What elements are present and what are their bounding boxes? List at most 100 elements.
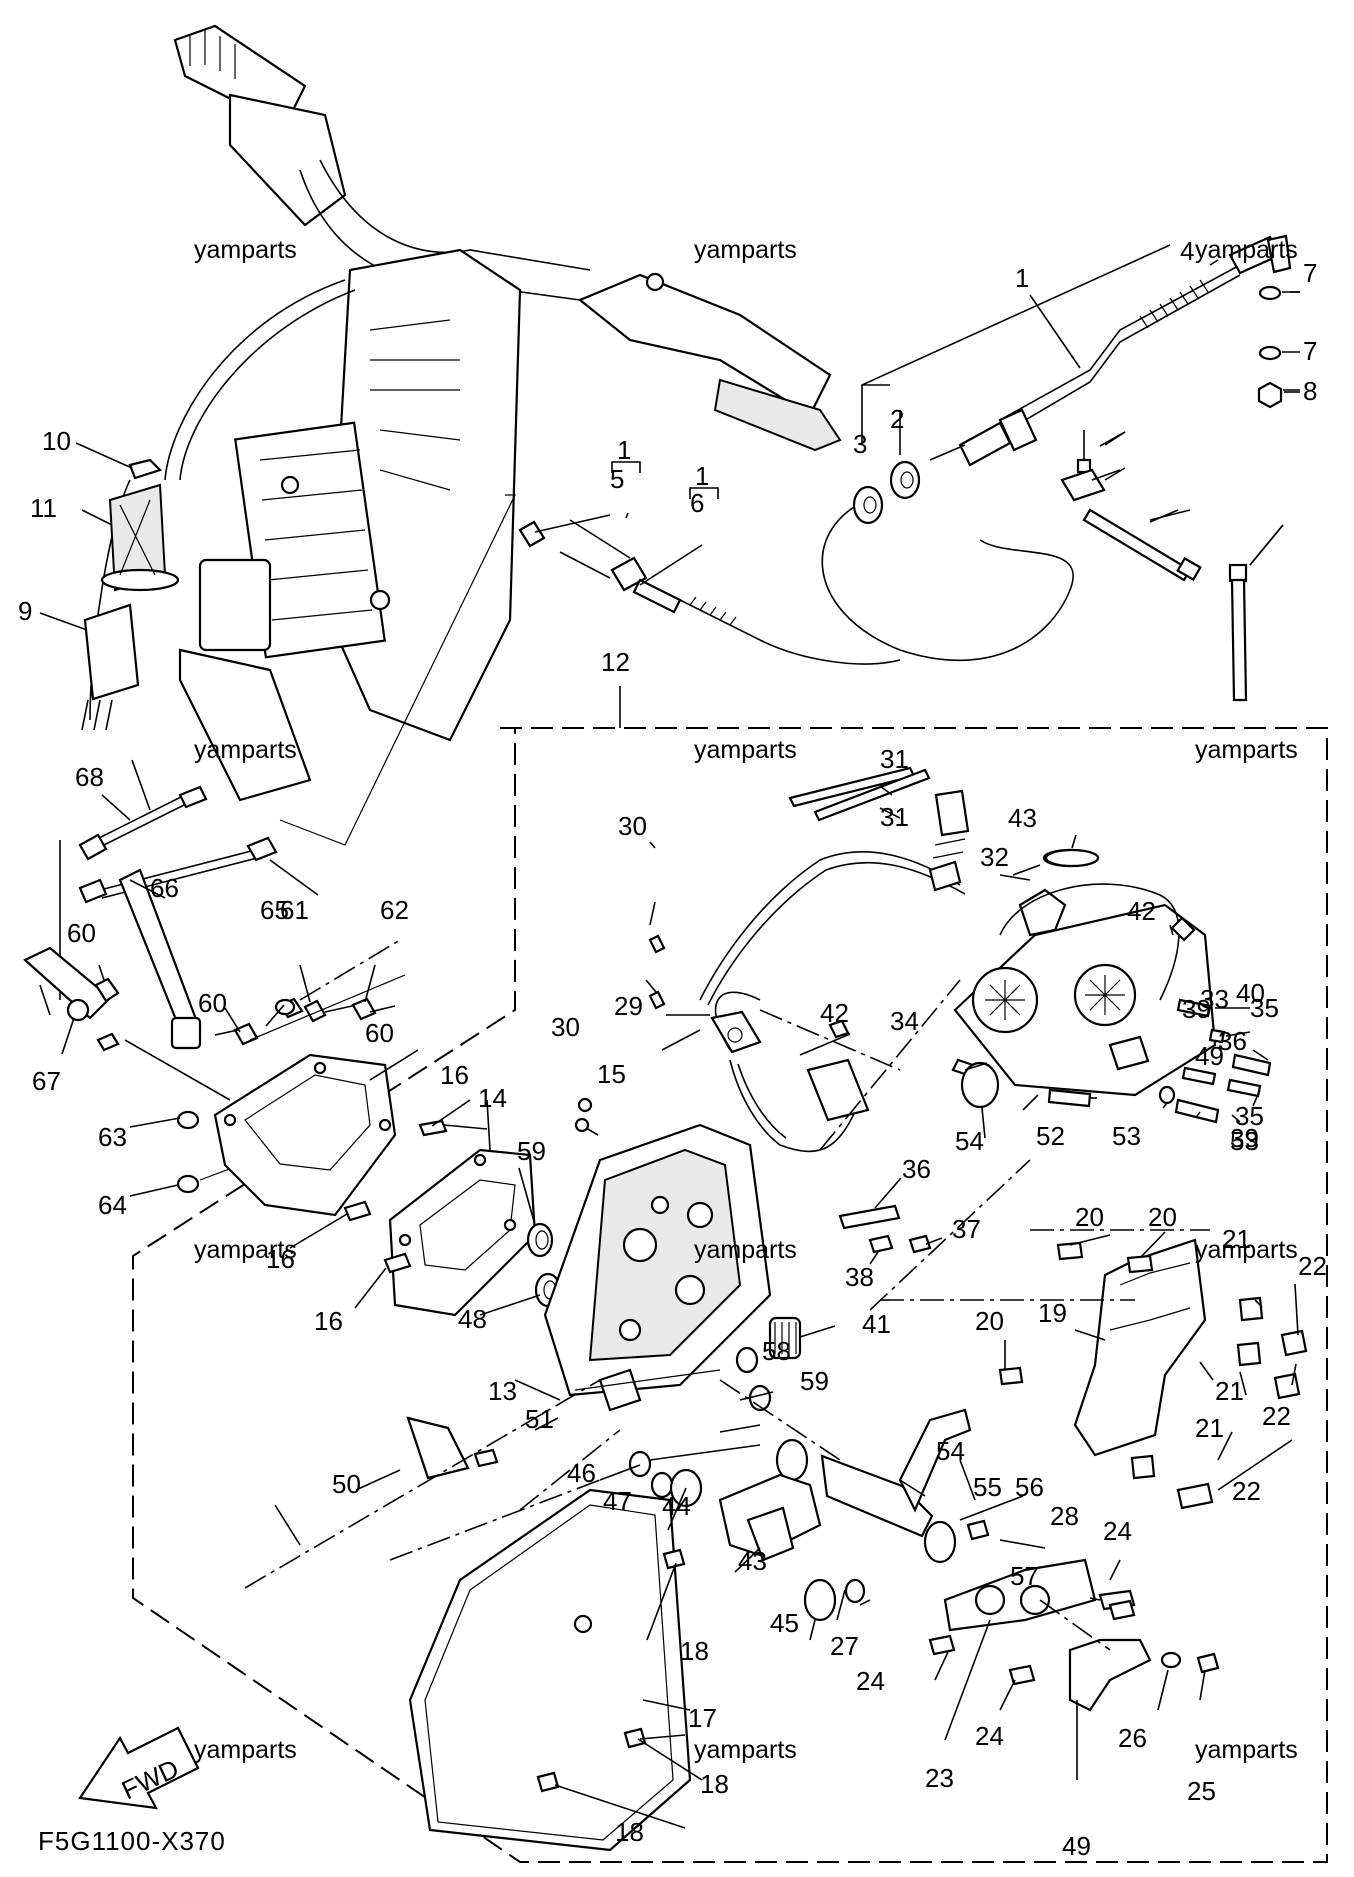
callout: 52 bbox=[1036, 1121, 1065, 1151]
callout: 65 bbox=[260, 895, 289, 925]
bracket-19-22 bbox=[998, 1238, 1308, 1510]
assembly-12-boundary bbox=[132, 686, 1328, 1863]
callout: 20 bbox=[975, 1306, 1004, 1336]
fwd-arrow-icon: FWD bbox=[78, 1726, 200, 1810]
callout: 68 bbox=[75, 762, 104, 792]
callout: 27 bbox=[830, 1631, 859, 1661]
callout: 43 bbox=[738, 1546, 767, 1576]
callout: 54 bbox=[936, 1436, 965, 1466]
callout: 60 bbox=[198, 988, 227, 1018]
nut-washer-7-8 bbox=[1257, 285, 1300, 409]
lever-parts-57-62 bbox=[23, 868, 406, 1194]
callout: 49 bbox=[1062, 1831, 1091, 1861]
callout: 20 bbox=[1075, 1202, 1104, 1232]
watermark: yamparts bbox=[194, 1236, 297, 1264]
callout: 35 bbox=[1250, 993, 1279, 1023]
bracket-1-markers bbox=[611, 461, 719, 499]
callout: 25 bbox=[1187, 1776, 1216, 1806]
callout: 7 bbox=[1303, 336, 1317, 366]
callout: 32 bbox=[980, 842, 1009, 872]
dowel-pin-15 bbox=[574, 1117, 590, 1133]
cover-17 bbox=[408, 1488, 692, 1852]
callout: 16 bbox=[440, 1060, 469, 1090]
callout: 23 bbox=[925, 1763, 954, 1793]
watermark: yamparts bbox=[694, 736, 797, 764]
watermark: yamparts bbox=[1195, 736, 1298, 764]
callout: 24 bbox=[975, 1721, 1004, 1751]
callout: 58 bbox=[762, 1336, 791, 1366]
callout: 34 bbox=[890, 1006, 919, 1036]
callout: 57 bbox=[1010, 1561, 1039, 1591]
callout: 39 bbox=[1230, 1123, 1259, 1153]
shift-motor-32 bbox=[951, 848, 1217, 1109]
callout: 24 bbox=[856, 1666, 885, 1696]
callout: 31 bbox=[880, 744, 909, 774]
fasteners-33-50 bbox=[1047, 998, 1272, 1124]
shift-cable-6 bbox=[518, 519, 901, 665]
callout: 53 bbox=[1230, 1126, 1259, 1156]
throttle-cable-1 bbox=[821, 234, 1292, 662]
callout: 42 bbox=[1127, 896, 1156, 926]
wiring-harness-29-31 bbox=[648, 766, 970, 1153]
callout: 15 bbox=[597, 1059, 626, 1089]
watermark: yamparts bbox=[194, 1736, 297, 1764]
watermark: yamparts bbox=[194, 736, 297, 764]
callout: 4 bbox=[1180, 236, 1194, 266]
gasket-56 bbox=[213, 1053, 397, 1217]
callout: 11 bbox=[30, 493, 57, 523]
callout: 36 bbox=[902, 1154, 931, 1184]
callout: 59 bbox=[517, 1136, 546, 1166]
callout: 22 bbox=[1262, 1401, 1291, 1431]
callout: 19 bbox=[1038, 1298, 1067, 1328]
shift-housing-13 bbox=[543, 1097, 772, 1412]
clip-47-48 bbox=[406, 1416, 499, 1480]
callout: 24 bbox=[1103, 1516, 1132, 1546]
watermark: yamparts bbox=[1195, 1236, 1298, 1264]
assembly-guide-lines bbox=[244, 939, 1210, 1651]
callout: 47 bbox=[603, 1486, 632, 1516]
callout: 7 bbox=[1303, 258, 1317, 288]
callout: 55 bbox=[973, 1472, 1002, 1502]
callout: 49 bbox=[1195, 1041, 1224, 1071]
callout: 44 bbox=[662, 1491, 691, 1521]
leader-lines bbox=[39, 291, 1300, 1829]
callout: 12 bbox=[601, 647, 630, 677]
watermark: yamparts bbox=[694, 1236, 797, 1264]
callout: 33 bbox=[1200, 984, 1229, 1014]
callout: 21 bbox=[1215, 1376, 1244, 1406]
callout-labels: 1 1 1 2 3 4 5 6 7 7 8 9 10 11 12 13 14 1… bbox=[18, 236, 1327, 1861]
callout: 40 bbox=[1236, 978, 1265, 1008]
callout: 1 bbox=[617, 435, 631, 465]
callout: 22 bbox=[1232, 1476, 1261, 1506]
callout: 3 bbox=[853, 429, 867, 459]
callout: 43 bbox=[1008, 803, 1037, 833]
callout: 18 bbox=[615, 1817, 644, 1847]
callout: 61 bbox=[280, 895, 309, 925]
callout: 56 bbox=[1015, 1472, 1044, 1502]
callout: 16 bbox=[266, 1244, 295, 1274]
callout: 59 bbox=[800, 1366, 829, 1396]
plate-14 bbox=[388, 1148, 537, 1317]
callout: 18 bbox=[700, 1769, 729, 1799]
watermark: yamparts bbox=[694, 236, 797, 264]
bushing-2-3 bbox=[852, 460, 921, 525]
callout: 62 bbox=[380, 895, 409, 925]
callout: 22 bbox=[1298, 1251, 1327, 1281]
bolts-16 bbox=[343, 1119, 448, 1274]
callout: 16 bbox=[314, 1306, 343, 1336]
callout: 1 bbox=[695, 461, 709, 491]
callout: 10 bbox=[42, 426, 71, 456]
callout: 18 bbox=[680, 1636, 709, 1666]
watermarks: yamparts yamparts yamparts yamparts yamp… bbox=[194, 236, 1298, 1764]
callout: 13 bbox=[488, 1376, 517, 1406]
o-ring-40 bbox=[1044, 848, 1100, 868]
callout: 36 bbox=[1218, 1026, 1247, 1056]
callout: 66 bbox=[150, 873, 179, 903]
callout: 60 bbox=[67, 918, 96, 948]
grommet-parts-9-11 bbox=[81, 458, 180, 731]
callout: 2 bbox=[890, 404, 904, 434]
callout: 50 bbox=[332, 1469, 361, 1499]
callout: 14 bbox=[478, 1083, 507, 1113]
callout: 46 bbox=[567, 1458, 596, 1488]
